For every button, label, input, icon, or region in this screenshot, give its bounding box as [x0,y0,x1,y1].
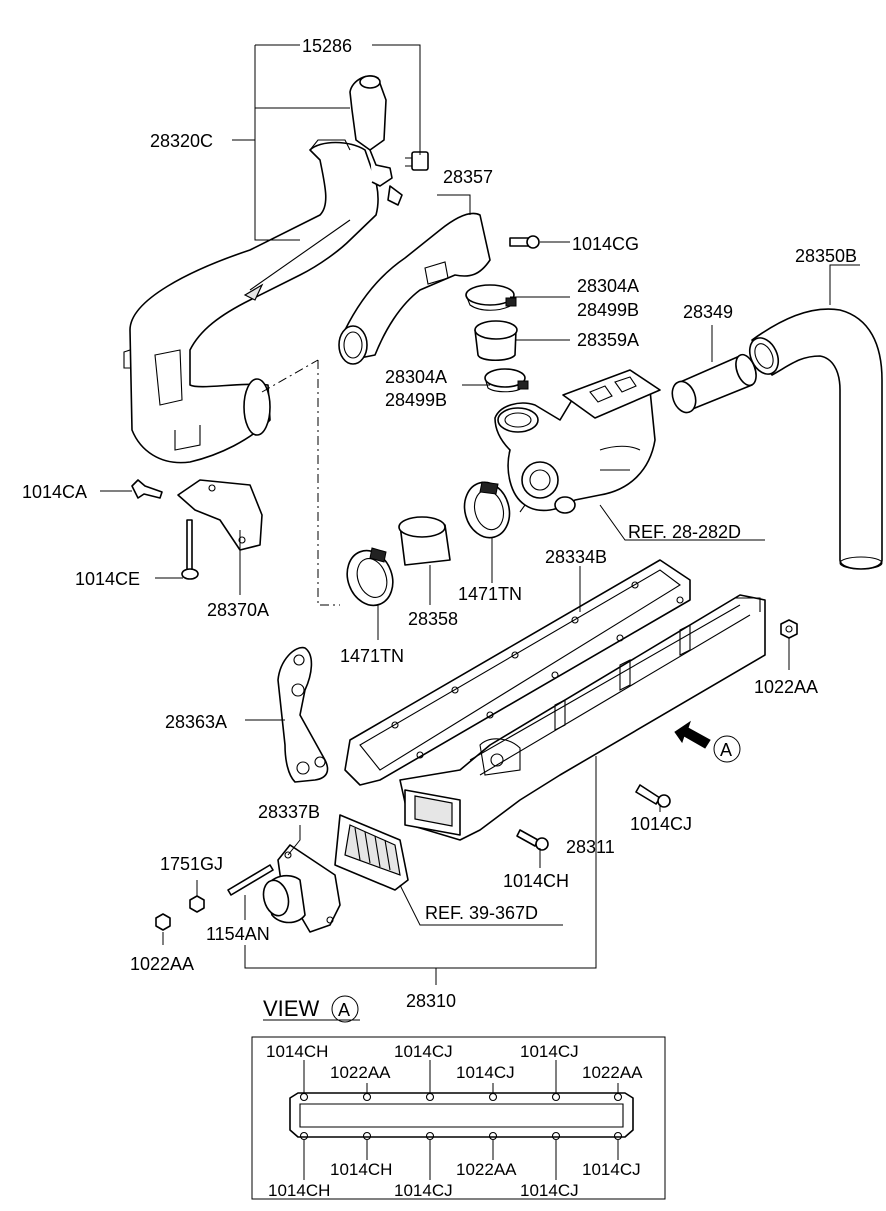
nut-1022AA-right [780,619,798,639]
sensor-15286 [349,75,429,206]
label-1014CJ: 1014CJ [630,814,692,834]
view-a-top2-2: 1014CJ [456,1063,515,1082]
label-28359A: 28359A [577,330,639,350]
view-a-title: VIEW [263,996,319,1021]
label-28337B: 28337B [258,802,320,822]
label-1471TN-right: 1471TN [458,584,522,604]
label-1022AA-left: 1022AA [130,954,194,974]
label-1014CE: 1014CE [75,569,140,589]
label-1014CH: 1014CH [503,871,569,891]
label-1014CG: 1014CG [572,234,639,254]
clamp-1471TN-left [346,547,394,607]
sleeve-28358 [398,516,451,566]
hose-28349 [671,353,757,414]
label-28320C: 28320C [150,131,213,151]
label-15286: 15286 [302,36,352,56]
label-28350B: 28350B [795,246,857,266]
view-a-bottom-1: 1014CH [330,1160,392,1179]
gasket-28334B [344,559,691,786]
label-1471TN-left: 1471TN [340,646,404,666]
stud-1154AN [227,864,274,896]
bolt-1014CH [516,829,549,851]
view-a-top2-1: 1022AA [330,1063,391,1082]
view-a-arrow [674,720,741,763]
bolt-1014CG [509,235,540,249]
label-28358: 28358 [408,609,458,629]
view-a-holes [299,1092,623,1141]
label-28349: 28349 [683,302,733,322]
label-1014CA: 1014CA [22,482,87,502]
intake-duct-28320C [123,139,379,464]
heater-39-367D [334,814,409,891]
label-28363A: 28363A [165,712,227,732]
label-28334B: 28334B [545,547,607,567]
label-28304A-2: 28304A [385,367,447,387]
label-ref-39-367D: REF. 39-367D [425,903,538,923]
view-a-bottom-3: 1014CJ [582,1160,641,1179]
view-a-top-3: 1014CJ [520,1042,579,1061]
view-a-top2-3: 1022AA [582,1063,643,1082]
pipe-28357 [338,212,491,365]
bolt-1014CJ [635,784,671,808]
manifold-28311 [399,594,766,841]
label-28304A-1: 28304A [577,276,639,296]
bracket-28370A [131,479,263,580]
view-a-bottom2-2: 1014CJ [394,1181,453,1200]
label-view-arrow-A: A [720,740,732,760]
clamp-hose-stack [465,284,529,393]
view-a-inset: VIEW A 1014CH 1014CJ 1014CJ 1022AA 1014C… [251,995,666,1200]
label-28311: 28311 [566,837,615,857]
view-a-bottom2-3: 1014CJ [520,1181,579,1200]
clamp-1471TN-right [463,481,511,539]
label-1022AA-right: 1022AA [754,677,818,697]
flange-28337B [262,844,341,933]
label-28357: 28357 [443,167,493,187]
label-28499B-2: 28499B [385,390,447,410]
label-28370A: 28370A [207,600,269,620]
view-a-frame [251,1036,666,1200]
view-a-top-2: 1014CJ [394,1042,453,1061]
turbocharger [494,369,661,514]
nut-1751GJ [189,895,205,913]
label-28310: 28310 [406,991,456,1011]
view-a-circle-letter: A [338,1000,350,1020]
hose-28350B [748,308,883,570]
view-a-bottom-2: 1022AA [456,1160,517,1179]
label-1154AN: 1154AN [206,924,270,944]
view-a-bottom2-1: 1014CH [268,1181,330,1200]
centerline-dashed [261,359,340,606]
label-ref-28-282D: REF. 28-282D [628,522,741,542]
leader-lines [100,44,860,1021]
label-28499B-1: 28499B [577,300,639,320]
nut-1022AA-left [155,913,171,931]
view-a-top-1: 1014CH [266,1042,328,1061]
bracket-28363A [277,646,329,783]
part-labels: 15286 28320C 28357 1014CG 28350B 28304A … [22,36,857,1011]
label-1751GJ: 1751GJ [160,854,223,874]
